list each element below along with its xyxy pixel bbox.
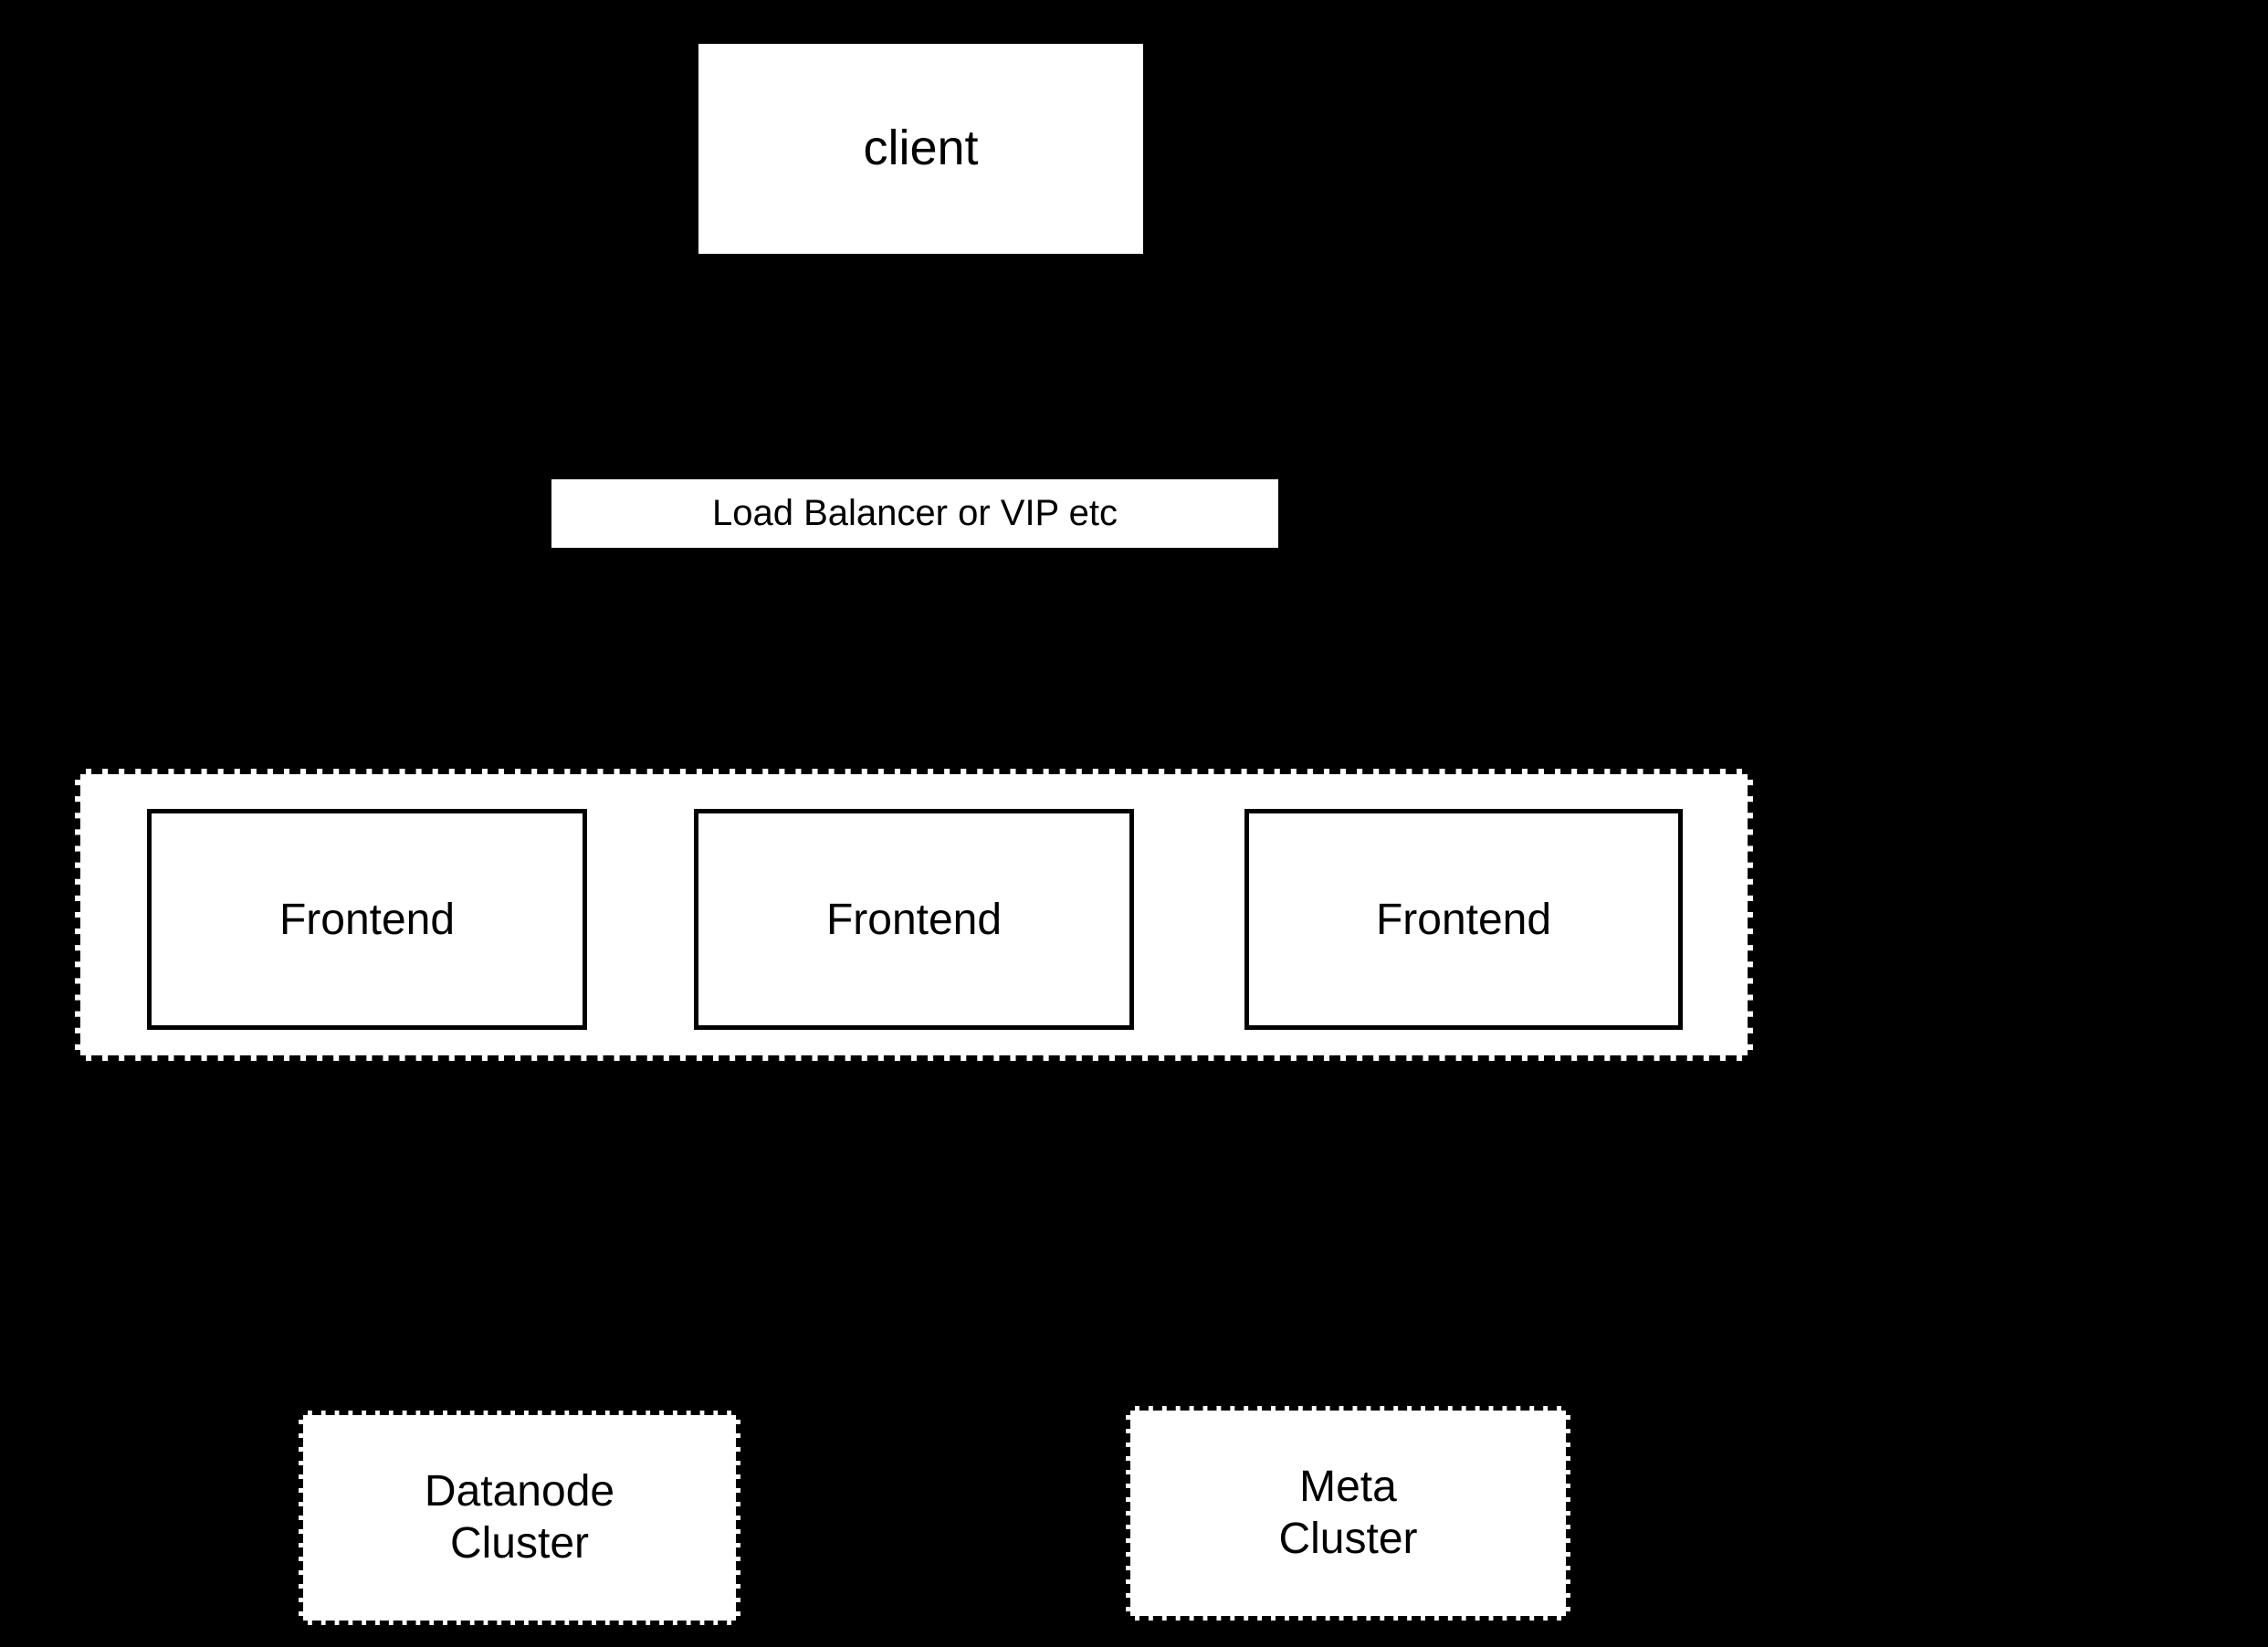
frontend-node-2[interactable]: Frontend	[694, 809, 1134, 1030]
meta-cluster-node[interactable]: Meta Cluster	[1126, 1406, 1570, 1621]
load-balancer-node[interactable]: Load Balancer or VIP etc	[551, 479, 1278, 548]
load-balancer-node-label: Load Balancer or VIP etc	[712, 492, 1118, 533]
datanode-cluster-node-label: Datanode Cluster	[424, 1466, 615, 1568]
meta-cluster-node-label: Meta Cluster	[1278, 1462, 1418, 1563]
datanode-cluster-node[interactable]: Datanode Cluster	[299, 1411, 740, 1625]
frontend-cluster-group[interactable]: Frontend Frontend Frontend	[75, 769, 1753, 1061]
frontend-node-1-label: Frontend	[278, 895, 456, 944]
frontend-node-3[interactable]: Frontend	[1244, 809, 1683, 1030]
frontend-node-3-label: Frontend	[1375, 895, 1552, 944]
client-node[interactable]: client	[698, 44, 1143, 254]
frontend-node-2-label: Frontend	[825, 895, 1003, 944]
client-node-label: client	[863, 121, 979, 176]
frontend-node-1[interactable]: Frontend	[147, 809, 587, 1030]
